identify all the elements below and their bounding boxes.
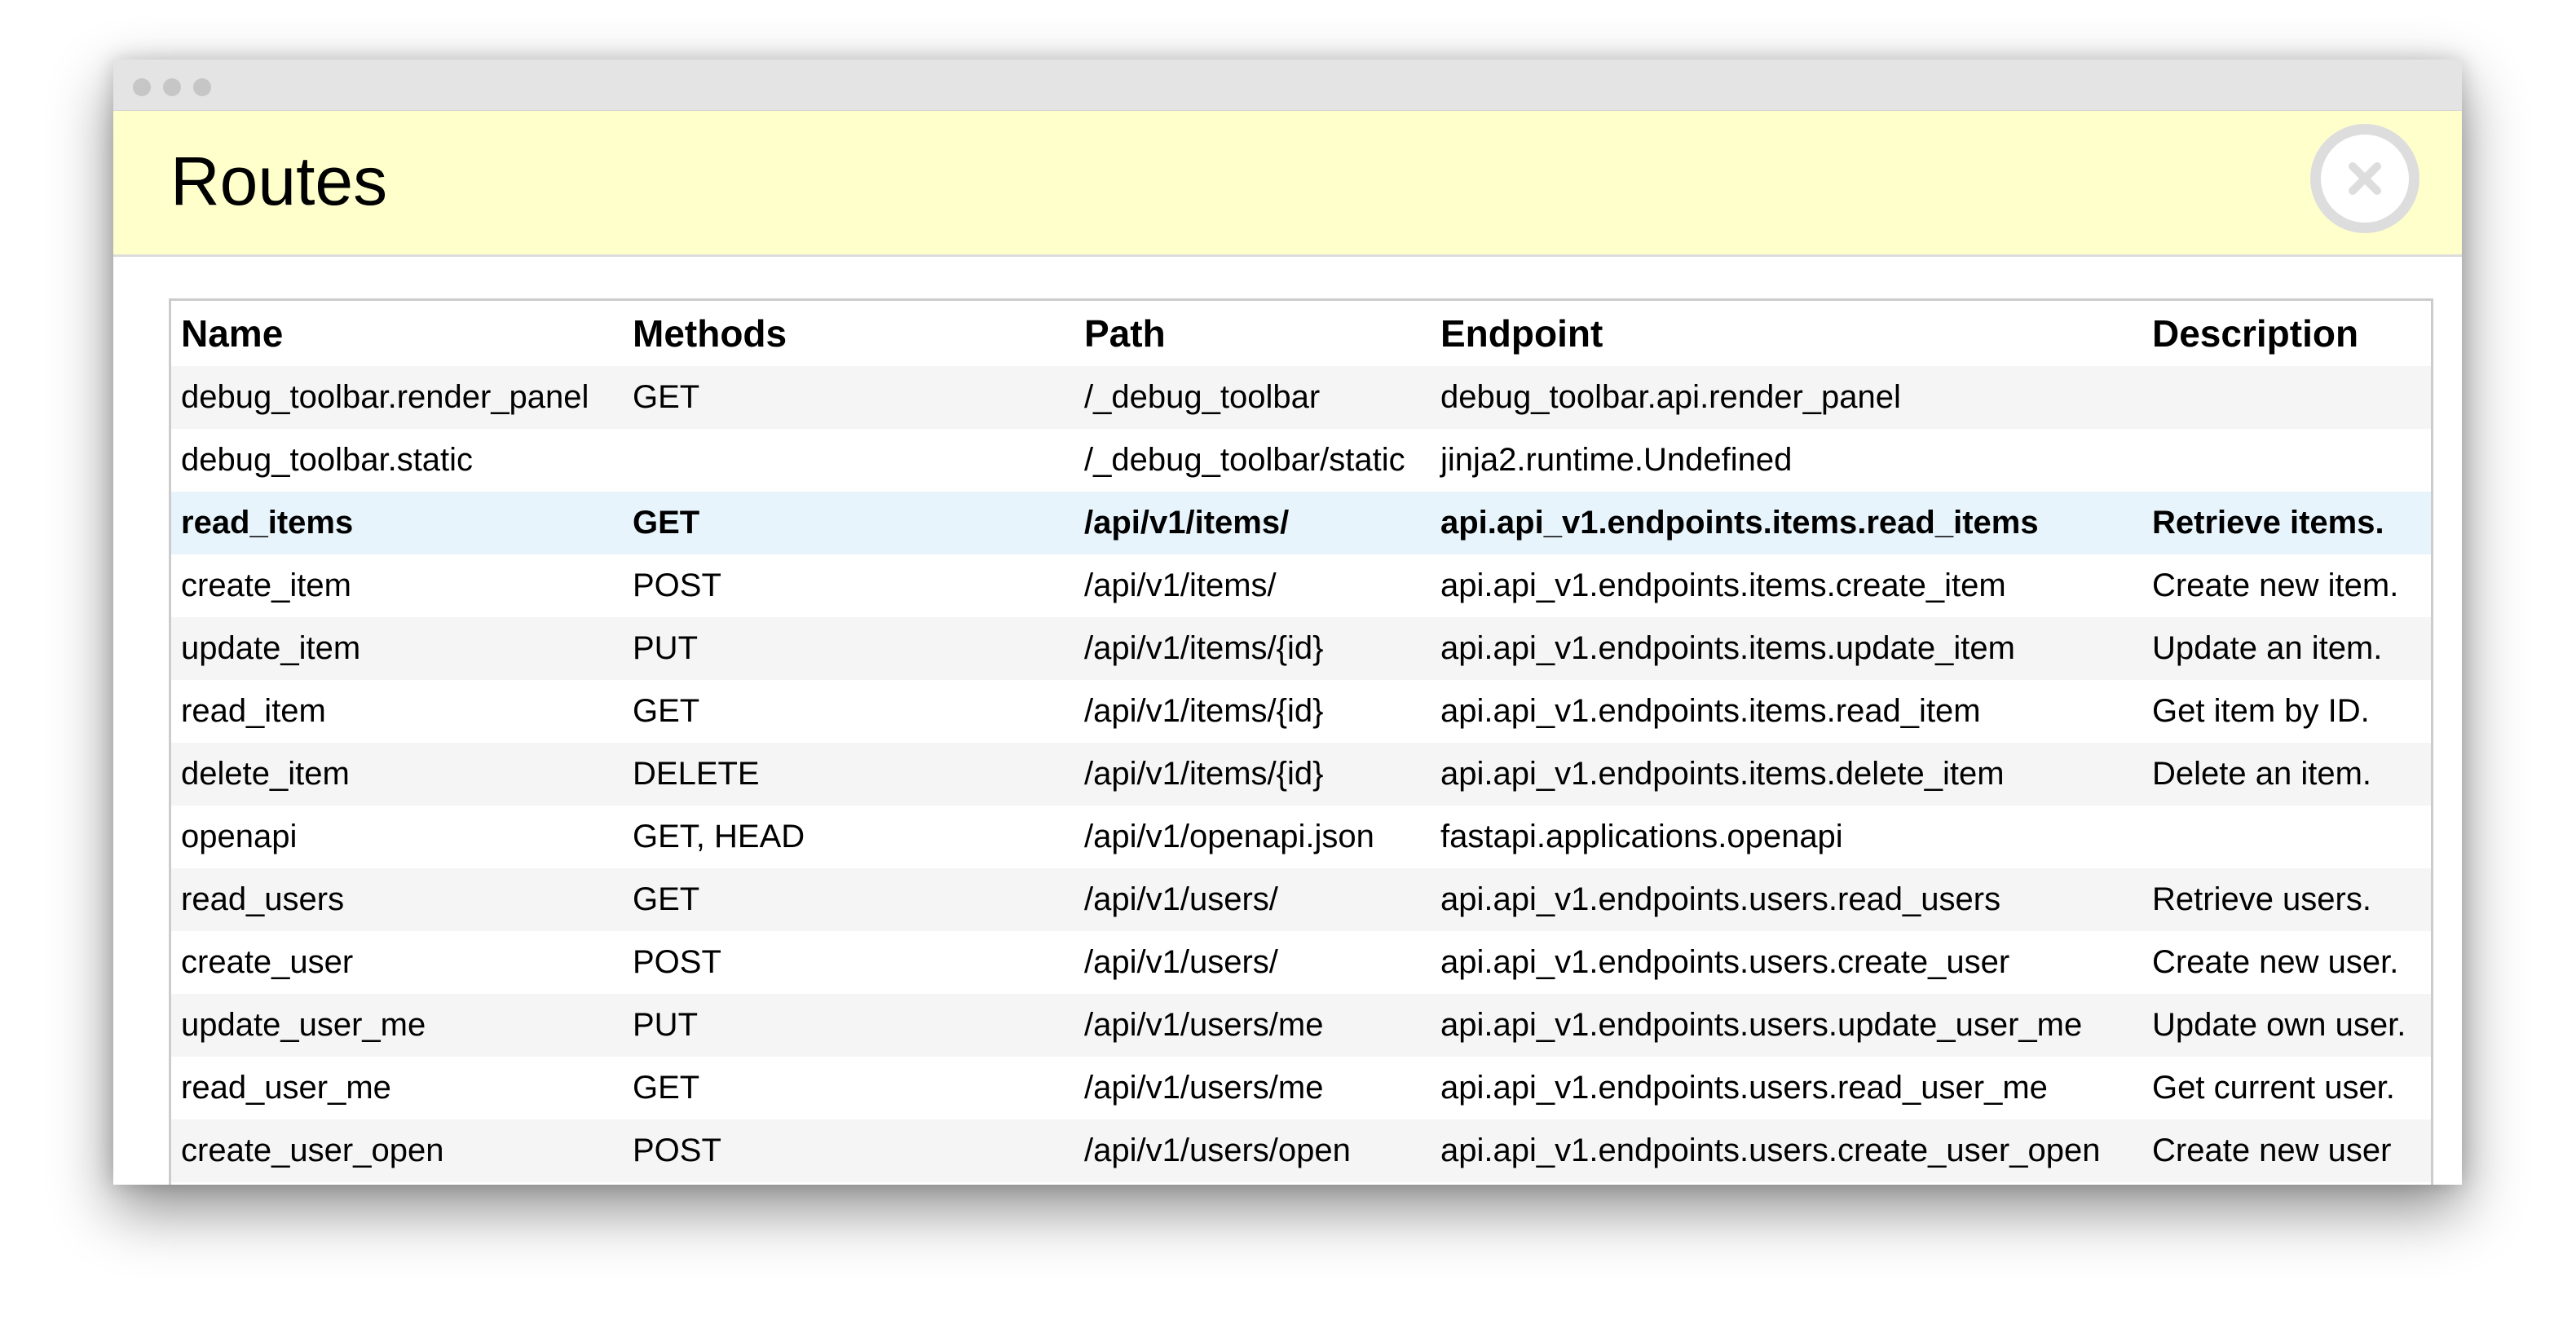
route-path-cell: /api/v1/items/{id} bbox=[1084, 630, 1324, 666]
route-description-cell: Retrieve users. bbox=[2152, 881, 2371, 917]
column-header-name: Name bbox=[171, 301, 623, 366]
route-path-cell: /api/v1/users/ bbox=[1084, 944, 1278, 980]
browser-window: Routes Name Methods Path Endpoint Descri… bbox=[113, 60, 2462, 1185]
route-name-cell: read_user_me bbox=[181, 1070, 391, 1106]
route-path-cell: /api/v1/users/ bbox=[1084, 881, 1278, 917]
table-row: create_user_open POST/api/v1/users/open ap… bbox=[171, 1119, 2431, 1182]
route-path-cell: /api/v1/users/me bbox=[1084, 1070, 1324, 1106]
route-endpoint-cell: api.api_v1.endpoints.items.read_item bbox=[1440, 693, 1981, 729]
route-endpoint-cell: api.api_v1.endpoints.items.delete_item bbox=[1440, 756, 2005, 792]
table-row: debug_toolbar.static /_debug_toolbar/stat… bbox=[171, 429, 2431, 492]
route-description-cell: Create new user. bbox=[2152, 944, 2399, 980]
panel-header: Routes bbox=[113, 111, 2462, 257]
window-titlebar bbox=[113, 60, 2462, 111]
route-path-cell: /api/v1/openapi.json bbox=[1084, 819, 1374, 854]
window-dot-maximize[interactable] bbox=[193, 78, 211, 96]
route-methods-cell: GET bbox=[633, 693, 700, 729]
table-row: create_user POST/api/v1/users/api.api_v1.… bbox=[171, 931, 2431, 994]
routes-table: Name Methods Path Endpoint Description d… bbox=[171, 301, 2431, 1182]
table-row: read_user_me GET/api/v1/users/me api.api_v… bbox=[171, 1057, 2431, 1119]
route-path-cell: /api/v1/items/{id} bbox=[1084, 693, 1324, 729]
route-methods-cell: GET bbox=[633, 379, 700, 415]
route-name-cell: create_user bbox=[181, 944, 354, 980]
column-header-description: Description bbox=[2142, 301, 2431, 366]
route-path-cell: /api/v1/users/open bbox=[1084, 1133, 1351, 1168]
route-endpoint-cell: api.api_v1.endpoints.items.read_items bbox=[1440, 505, 2039, 541]
column-header-methods: Methods bbox=[623, 301, 1074, 366]
route-description-cell bbox=[2142, 366, 2431, 429]
table-row: debug_toolbar.render_panel GET /_debug_too… bbox=[171, 366, 2431, 429]
route-endpoint-cell: api.api_v1.endpoints.users.create_user_o… bbox=[1440, 1133, 2101, 1168]
route-endpoint-cell: debug_toolbar.api.render_panel bbox=[1440, 379, 1901, 415]
route-description-cell: Create new item. bbox=[2152, 567, 2399, 603]
route-description-cell bbox=[2142, 806, 2431, 868]
route-endpoint-cell: api.api_v1.endpoints.items.create_item bbox=[1440, 567, 2006, 603]
close-panel-button[interactable] bbox=[2310, 124, 2419, 233]
table-row: delete_item DELETE/api/v1/items/{id} api.a… bbox=[171, 743, 2431, 806]
route-path-cell: /api/v1/items/ bbox=[1084, 505, 1290, 541]
route-methods-cell bbox=[623, 429, 1074, 492]
route-path-cell: /_debug_toolbar bbox=[1084, 379, 1321, 415]
table-row: openapi GET, HEAD/api/v1/openapi.json fast… bbox=[171, 806, 2431, 868]
table-row: create_item POST/api/v1/items/api.api_v1.… bbox=[171, 554, 2431, 617]
panel-title: Routes bbox=[170, 143, 388, 219]
route-name-cell: read_item bbox=[181, 693, 326, 729]
route-name-cell: update_item bbox=[181, 630, 361, 666]
route-description-cell: Delete an item. bbox=[2152, 756, 2372, 792]
route-name-cell: delete_item bbox=[181, 756, 350, 792]
route-endpoint-cell: jinja2.runtime.Undefined bbox=[1440, 442, 1793, 478]
table-row: read_items GET/api/v1/items/api.api_v1.en… bbox=[171, 492, 2431, 554]
route-methods-cell: GET bbox=[633, 881, 700, 917]
route-methods-cell: GET bbox=[633, 505, 700, 541]
route-endpoint-cell: fastapi.applications.openapi bbox=[1440, 819, 1843, 854]
route-name-cell: read_items bbox=[181, 505, 354, 541]
route-path-cell: /api/v1/items/ bbox=[1084, 567, 1277, 603]
route-endpoint-cell: api.api_v1.endpoints.users.create_user bbox=[1440, 944, 2010, 980]
table-row: update_user_me PUT/api/v1/users/me api.api… bbox=[171, 994, 2431, 1057]
route-endpoint-cell: api.api_v1.endpoints.users.read_user_me bbox=[1440, 1070, 2048, 1106]
route-name-cell: debug_toolbar.static bbox=[181, 442, 474, 478]
route-description-cell: Get current user. bbox=[2152, 1070, 2395, 1106]
route-path-cell: /api/v1/users/me bbox=[1084, 1007, 1324, 1043]
route-methods-cell: PUT bbox=[633, 1007, 698, 1043]
route-name-cell: openapi bbox=[181, 819, 298, 854]
route-description-cell: Get item by ID. bbox=[2152, 693, 2370, 729]
table-row: read_item GET/api/v1/items/{id} api.api_v1… bbox=[171, 680, 2431, 743]
table-row: update_item PUT/api/v1/items/{id} api.api_… bbox=[171, 617, 2431, 680]
route-description-cell: Retrieve items. bbox=[2152, 505, 2384, 541]
route-description-cell: Create new user bbox=[2152, 1133, 2392, 1168]
window-dot-close[interactable] bbox=[133, 78, 151, 96]
column-header-endpoint: Endpoint bbox=[1431, 301, 2142, 366]
route-description-cell: Update an item. bbox=[2152, 630, 2383, 666]
route-methods-cell: GET, HEAD bbox=[633, 819, 805, 854]
route-methods-cell: POST bbox=[633, 567, 721, 603]
route-methods-cell: POST bbox=[633, 1133, 721, 1168]
route-name-cell: read_users bbox=[181, 881, 345, 917]
route-endpoint-cell: api.api_v1.endpoints.items.update_item bbox=[1440, 630, 2015, 666]
route-name-cell: create_user_open bbox=[181, 1133, 444, 1168]
route-name-cell: debug_toolbar.render_panel bbox=[181, 379, 589, 415]
route-endpoint-cell: api.api_v1.endpoints.users.update_user_m… bbox=[1440, 1007, 2083, 1043]
table-row: read_users GET/api/v1/users/api.api_v1.en… bbox=[171, 868, 2431, 931]
close-icon bbox=[2349, 162, 2381, 195]
route-methods-cell: DELETE bbox=[633, 756, 760, 792]
route-description-cell bbox=[2142, 429, 2431, 492]
route-methods-cell: PUT bbox=[633, 630, 698, 666]
route-name-cell: create_item bbox=[181, 567, 351, 603]
column-header-path: Path bbox=[1074, 301, 1431, 366]
routes-content: Name Methods Path Endpoint Description d… bbox=[169, 298, 2433, 1185]
route-path-cell: /_debug_toolbar/static bbox=[1084, 442, 1405, 478]
route-name-cell: update_user_me bbox=[181, 1007, 426, 1043]
table-header-row: Name Methods Path Endpoint Description bbox=[171, 301, 2431, 366]
route-path-cell: /api/v1/items/{id} bbox=[1084, 756, 1324, 792]
route-description-cell: Update own user. bbox=[2152, 1007, 2406, 1043]
window-dot-minimize[interactable] bbox=[163, 78, 181, 96]
route-endpoint-cell: api.api_v1.endpoints.users.read_users bbox=[1440, 881, 2001, 917]
route-methods-cell: POST bbox=[633, 944, 721, 980]
route-methods-cell: GET bbox=[633, 1070, 700, 1106]
